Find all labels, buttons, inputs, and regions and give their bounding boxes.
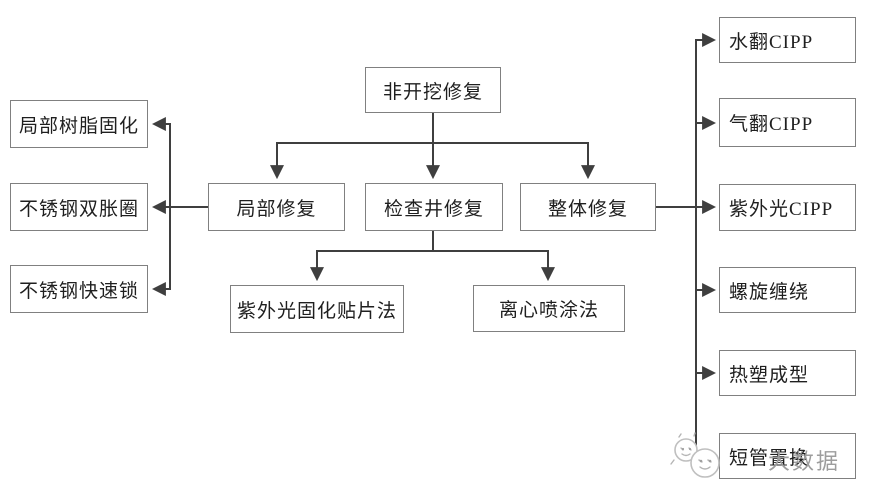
node-label: 紫外光固化贴片法 [236,300,397,322]
node-local-resin-curing: 局部树脂固化 [10,100,148,148]
node-label: 检查井修复 [383,198,484,220]
node-local-repair: 局部修复 [208,183,345,231]
node-label: 局部修复 [236,198,317,220]
node-stainless-double-expansion-ring: 不锈钢双胀圈 [10,183,148,231]
node-label: 非开挖修复 [382,81,483,103]
node-label: 离心喷涂法 [498,300,599,321]
node-uv-cured-patch-method: 紫外光固化贴片法 [230,285,404,333]
node-air-inversion-cipp: 气翻CIPP [719,98,856,147]
node-stainless-quick-lock: 不锈钢快速锁 [10,265,148,313]
node-label: 短管置换 [729,447,810,469]
node-label: 整体修复 [547,198,628,220]
node-thermoformed: 热塑成型 [719,350,856,396]
node-label: 气翻CIPP [729,114,814,135]
node-label: 螺旋缠绕 [729,281,810,303]
node-manhole-repair: 检查井修复 [365,183,503,231]
node-label: 紫外光CIPP [729,199,834,220]
node-centrifugal-spray-method: 离心喷涂法 [473,285,625,332]
connectors [151,33,717,463]
node-label: 局部树脂固化 [18,115,139,137]
node-overall-repair: 整体修复 [520,183,656,231]
node-label: 不锈钢快速锁 [18,280,139,302]
node-uv-cipp: 紫外光CIPP [719,184,856,231]
node-label: 水翻CIPP [729,31,814,53]
node-trenchless-repair: 非开挖修复 [365,67,501,113]
node-label: 热塑成型 [729,364,810,386]
node-short-pipe-replacement: 短管置换 [719,433,856,479]
node-spiral-wound: 螺旋缠绕 [719,267,856,313]
node-water-inversion-cipp: 水翻CIPP [719,17,856,63]
node-label: 不锈钢双胀圈 [18,198,139,220]
